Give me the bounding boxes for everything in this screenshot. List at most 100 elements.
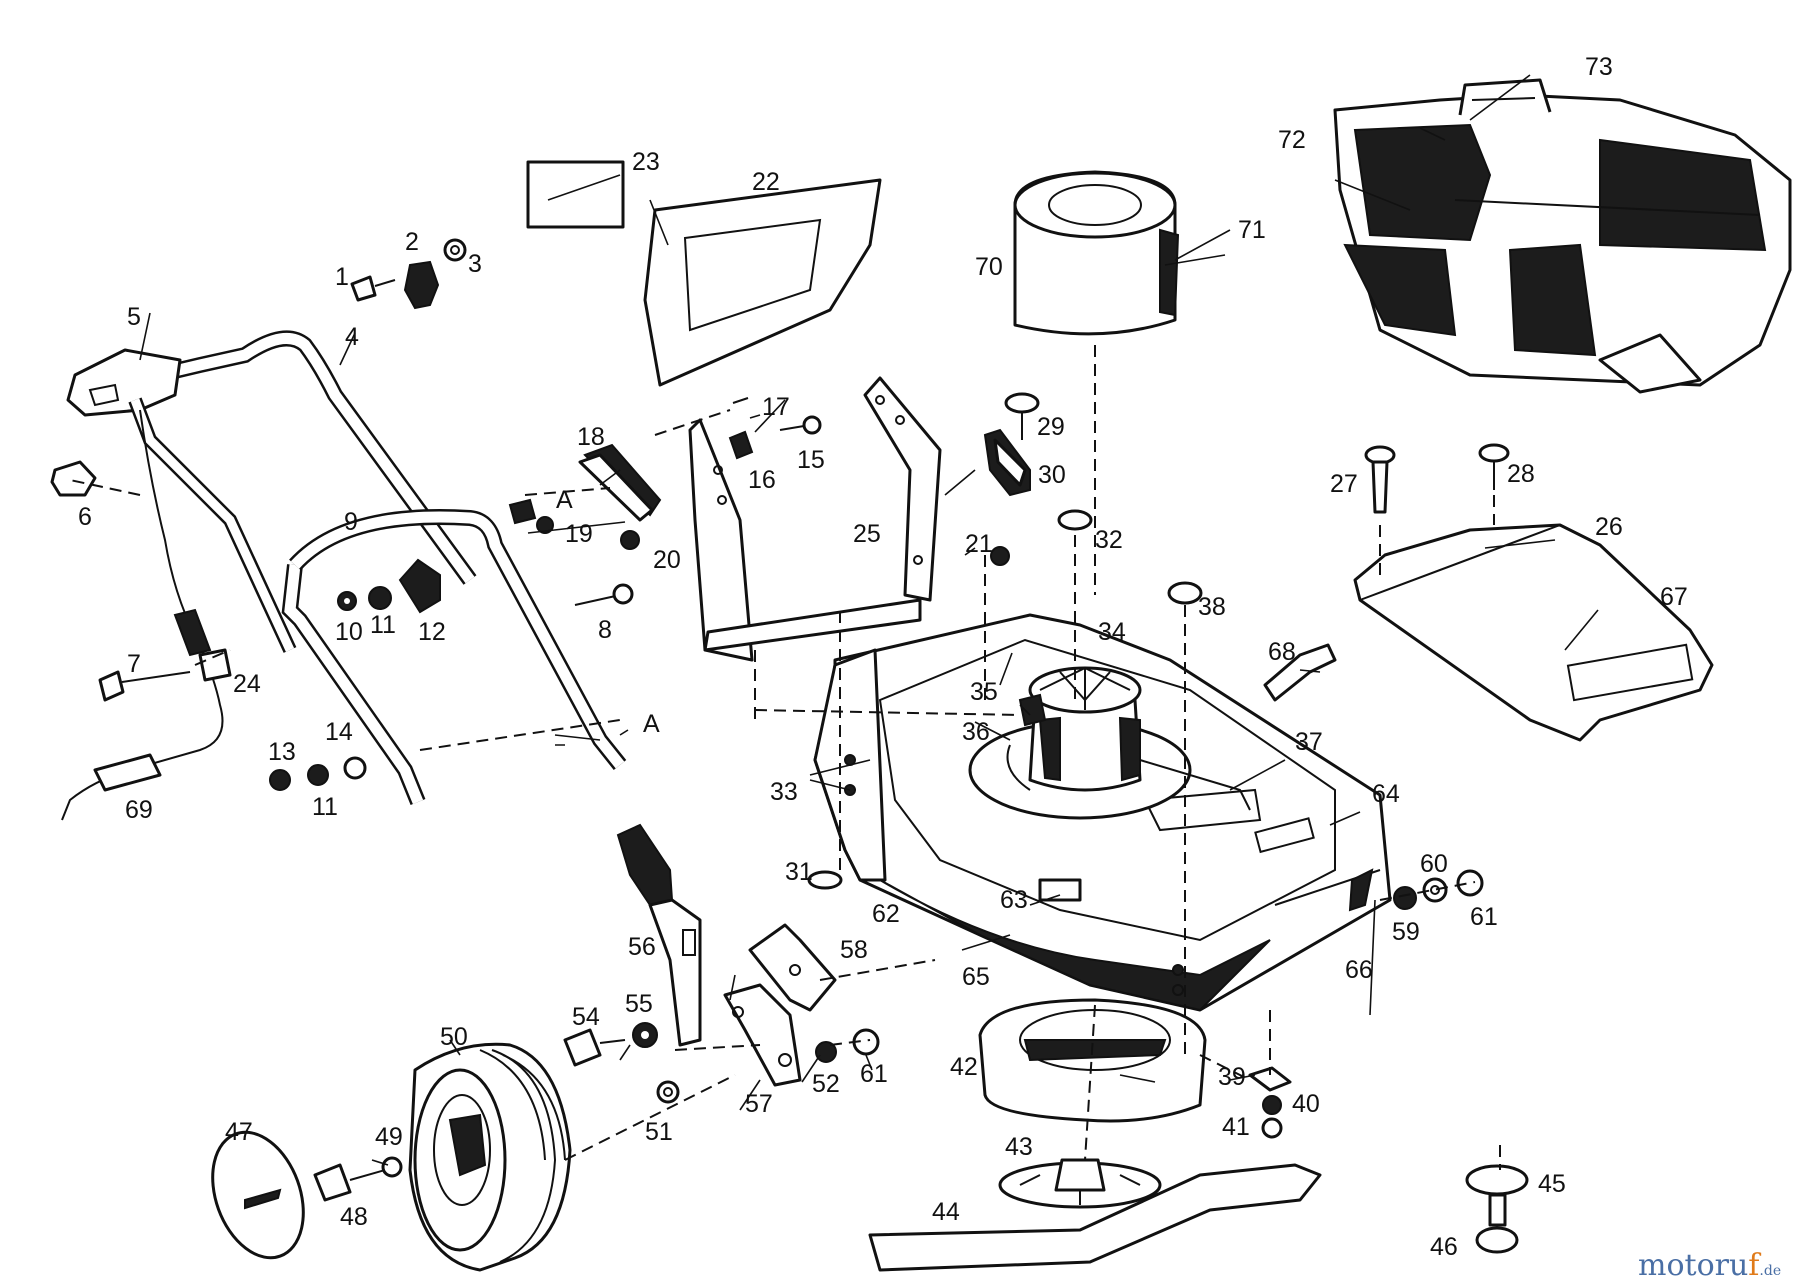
callout-60: 60 [1420, 850, 1448, 878]
blade-44 [868, 1163, 1322, 1272]
callout-18: 18 [577, 423, 605, 451]
nuts-59-61 [1393, 869, 1484, 910]
blade-adapter-43 [998, 1158, 1162, 1209]
callout-41: 41 [1222, 1113, 1250, 1141]
callout-34: 34 [1098, 618, 1126, 646]
wheel-50 [408, 1042, 572, 1272]
callout-44: 44 [932, 1198, 960, 1226]
cable-24-69 [61, 409, 232, 821]
rear-bracket-left [688, 418, 922, 662]
callout-45: 45 [1538, 1170, 1566, 1198]
fasteners-handle [269, 558, 441, 791]
callout-48: 48 [340, 1203, 368, 1231]
callout-61a: 61 [1470, 903, 1498, 931]
callout-5: 5 [127, 303, 141, 331]
callout-22: 22 [752, 168, 780, 196]
callout-13: 13 [268, 738, 296, 766]
watermark-accent: f [1748, 1248, 1761, 1283]
callout-63: 63 [1000, 886, 1028, 914]
callout-56: 56 [628, 933, 656, 961]
callout-30: 30 [1038, 461, 1066, 489]
callout-27: 27 [1330, 470, 1358, 498]
bolts-15-16-17 [508, 397, 822, 606]
callout-37: 37 [1295, 728, 1323, 756]
motor-cover-70 [1013, 170, 1180, 336]
callout-61b: 61 [860, 1060, 888, 1088]
callout-29: 29 [1037, 413, 1065, 441]
callout-16: 16 [748, 466, 776, 494]
rear-bracket-25 [863, 376, 942, 602]
callout-49: 49 [375, 1123, 403, 1151]
callout-20: 20 [653, 546, 681, 574]
callout-36: 36 [962, 718, 990, 746]
callout-31: 31 [785, 858, 813, 886]
callout-65: 65 [962, 963, 990, 991]
nuts-39-41 [1248, 1066, 1292, 1139]
callout-11a: 11 [370, 611, 396, 639]
callout-54: 54 [572, 1003, 600, 1031]
callout-4: 4 [345, 323, 359, 351]
callout-67: 67 [1660, 583, 1688, 611]
callout-39: 39 [1218, 1063, 1246, 1091]
bolt-48-49 [313, 1156, 403, 1202]
callout-26: 26 [1595, 513, 1623, 541]
bracket-57 [723, 983, 802, 1087]
wheel-fasteners [563, 1022, 880, 1104]
callout-3: 3 [468, 250, 482, 278]
fittings-1-2-3 [350, 238, 467, 310]
callout-12: 12 [418, 618, 446, 646]
callout-7: 7 [127, 650, 141, 678]
assembly-lines [69, 345, 1501, 1170]
label-plate-23 [526, 160, 625, 229]
callout-19: 19 [565, 520, 593, 548]
callout-55: 55 [625, 990, 653, 1018]
callout-50: 50 [440, 1023, 468, 1051]
clip-68 [1263, 643, 1337, 702]
callout-69: 69 [125, 796, 153, 824]
callout-42: 42 [950, 1053, 978, 1081]
callout-66: 66 [1345, 956, 1373, 984]
callout-68: 68 [1268, 638, 1296, 666]
callout-10: 10 [335, 618, 363, 646]
callout-43: 43 [1005, 1133, 1033, 1161]
callout-35: 35 [970, 678, 998, 706]
rear-cover-26 [1353, 523, 1714, 742]
screw-32 [1057, 509, 1093, 531]
callout-15: 15 [797, 446, 825, 474]
fan-42 [978, 998, 1207, 1123]
plate-58 [748, 923, 837, 1012]
callout-A-lower: A [643, 710, 660, 738]
callout-25: 25 [853, 520, 881, 548]
callout-32: 32 [1095, 526, 1123, 554]
callout-labels: 1 2 3 4 5 6 7 8 9 10 11 11 12 13 14 15 1… [78, 53, 1688, 1261]
callout-58: 58 [840, 936, 868, 964]
callout-46: 46 [1430, 1233, 1458, 1261]
callout-71: 71 [1238, 216, 1266, 244]
callout-A-upper: A [556, 486, 573, 514]
callout-33: 33 [770, 778, 798, 806]
callout-51: 51 [645, 1118, 673, 1146]
deflector-22 [643, 178, 882, 387]
catcher-handle-73 [1458, 78, 1552, 116]
watermark-logo: motoruf.de [1638, 1248, 1781, 1283]
callout-40: 40 [1292, 1090, 1320, 1118]
lever-56 [616, 823, 702, 1047]
callout-73: 73 [1585, 53, 1613, 81]
callout-59: 59 [1392, 918, 1420, 946]
watermark-tld: .de [1759, 1263, 1781, 1279]
bolt-45-46 [1465, 1164, 1529, 1254]
callout-11b: 11 [312, 793, 338, 821]
leader-lines [139, 74, 1599, 1166]
callout-47: 47 [225, 1118, 253, 1146]
callout-64: 64 [1372, 780, 1400, 808]
callout-21: 21 [965, 530, 993, 558]
callout-6: 6 [78, 503, 92, 531]
switch-housing-5 [66, 348, 297, 653]
callout-70: 70 [975, 253, 1003, 281]
callout-62: 62 [872, 900, 900, 928]
callout-57: 57 [745, 1090, 773, 1118]
callout-14: 14 [325, 718, 353, 746]
bolts-27-28 [1364, 443, 1510, 514]
callout-8: 8 [598, 616, 612, 644]
